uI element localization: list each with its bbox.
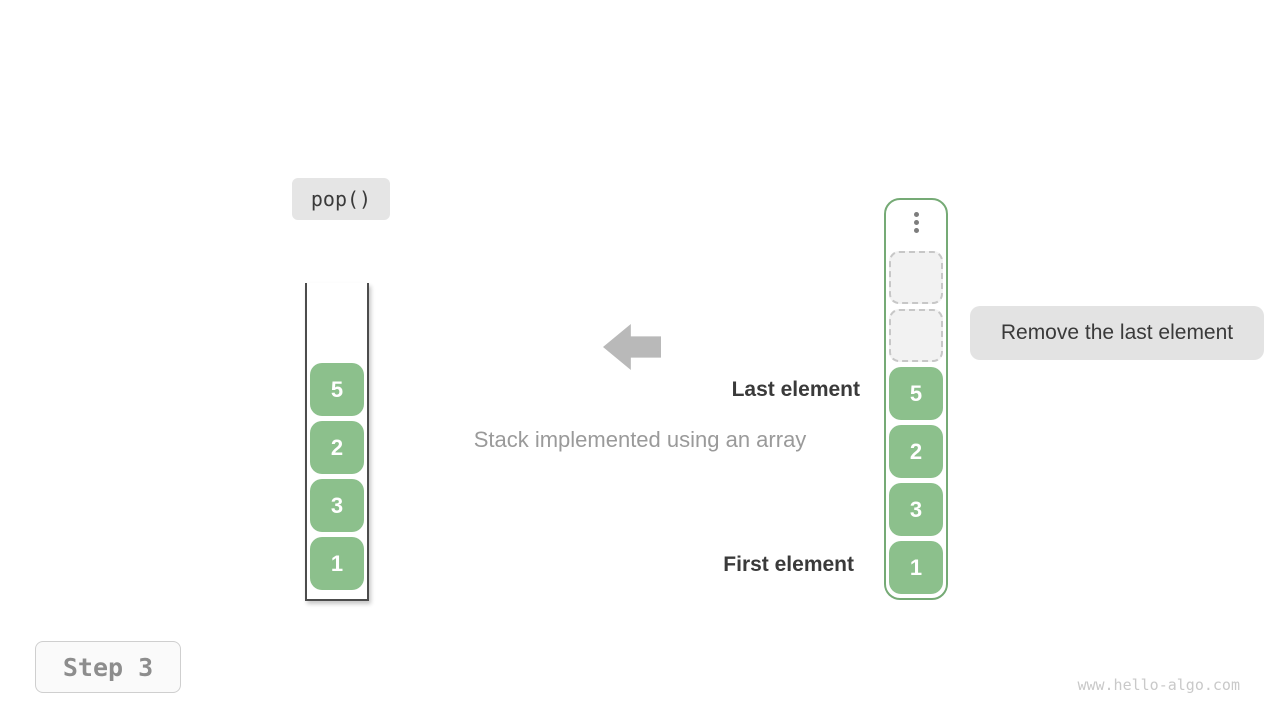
empty-slot [889, 309, 943, 362]
array-cell: 5 [889, 367, 943, 420]
watermark: www.hello-algo.com [1077, 676, 1240, 694]
step-badge: Step 3 [35, 641, 181, 693]
array-cell: 3 [889, 483, 943, 536]
array-cell: 1 [889, 541, 943, 594]
first-element-label: First element [723, 553, 854, 576]
stack-cell: 2 [310, 421, 364, 474]
vertical-ellipsis-icon [913, 210, 919, 234]
dot [913, 211, 919, 217]
stack-container: 5 2 3 1 [305, 283, 369, 601]
arrow-left-icon [603, 324, 661, 370]
stack-cell: 3 [310, 479, 364, 532]
last-element-label: Last element [731, 378, 860, 401]
stack-cell: 1 [310, 537, 364, 590]
diagram-caption: Stack implemented using an array [473, 427, 807, 452]
action-callout: Remove the last element [970, 306, 1264, 360]
stack-cell: 5 [310, 363, 364, 416]
dot [913, 227, 919, 233]
dot [913, 219, 919, 225]
array-cell: 2 [889, 425, 943, 478]
operation-label: pop() [292, 178, 390, 220]
empty-slot [889, 251, 943, 304]
array-container: 5 2 3 1 [884, 198, 948, 600]
